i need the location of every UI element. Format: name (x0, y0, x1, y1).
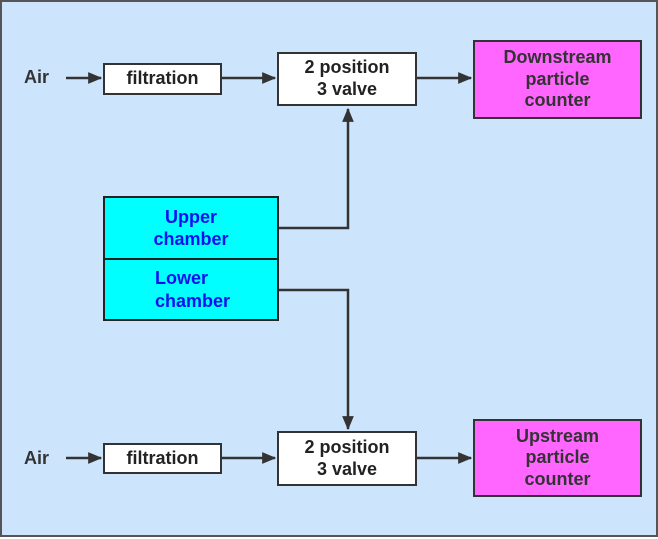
lower-chamber-line1: Lower (155, 268, 209, 288)
upstream-line2: particle (525, 447, 590, 468)
arrow-lower-chamber-to-bottom-valve (279, 288, 354, 431)
valve-box-top: 2 position 3 valve (277, 52, 417, 106)
upper-chamber-box: Upper chamber (105, 198, 277, 260)
filtration-label-bottom: filtration (126, 447, 199, 468)
downstream-line1: Downstream (503, 47, 612, 68)
downstream-counter-box: Downstream particle counter (473, 40, 642, 119)
lower-chamber-box: Lower chamber (105, 260, 277, 319)
upstream-line3: counter (524, 468, 591, 489)
upper-chamber-line2: chamber (153, 229, 229, 249)
valve-bottom-line1: 2 position (304, 436, 390, 457)
filtration-label-top: filtration (126, 68, 199, 89)
filtration-box-top: filtration (103, 63, 222, 95)
valve-top-line1: 2 position (304, 57, 390, 78)
downstream-line3: counter (524, 90, 591, 111)
air-label-top: Air (24, 67, 50, 87)
lower-chamber-line2: chamber (155, 290, 231, 311)
upper-chamber-line1: Upper (164, 206, 217, 227)
valve-bottom-line2: 3 valve (316, 458, 378, 479)
filtration-box-bottom: filtration (103, 443, 222, 474)
valve-box-bottom: 2 position 3 valve (277, 431, 417, 486)
upstream-counter-box: Upstream particle counter (473, 419, 642, 497)
chamber-stack: Upper chamber Lower chamber (103, 196, 279, 321)
upstream-line1: Upstream (515, 425, 600, 446)
arrow-upper-chamber-to-top-valve (279, 107, 354, 230)
downstream-line2: particle (525, 68, 590, 89)
valve-top-line2: 3 valve (316, 79, 378, 99)
air-label-bottom: Air (24, 448, 50, 468)
